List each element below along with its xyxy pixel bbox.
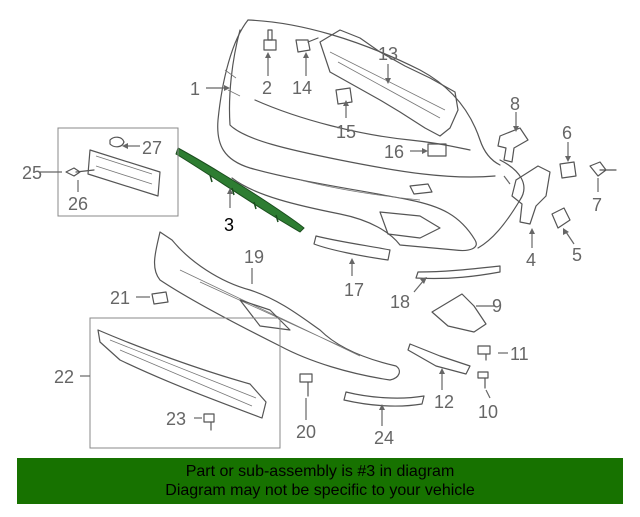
- leader-lines: [40, 52, 599, 426]
- label-18: 18: [390, 292, 410, 312]
- bolt-part-10: [477, 371, 489, 389]
- label-15: 15: [336, 122, 356, 142]
- strip-part-12: [407, 343, 471, 375]
- label-19: 19: [244, 247, 264, 267]
- valance-part-17: [313, 235, 391, 261]
- bolt-part-11: [477, 345, 491, 361]
- bolt-part-2: [263, 29, 277, 51]
- banner-line-2: Diagram may not be specific to your vehi…: [165, 482, 475, 499]
- label-16: 16: [384, 142, 404, 162]
- strip-part-24: [343, 391, 425, 407]
- highlighted-strip-part-3: [175, 147, 305, 233]
- label-25: 25: [22, 163, 42, 183]
- label-27: 27: [142, 138, 162, 158]
- splash-shield-part-19: [153, 231, 400, 381]
- label-8: 8: [510, 94, 520, 114]
- label-13: 13: [378, 44, 398, 64]
- clip-part-6: [559, 161, 577, 179]
- clip-part-7: [589, 161, 617, 177]
- inset-box-lower-shield: [89, 317, 281, 449]
- bracket-part-8: [497, 127, 529, 163]
- label-6: 6: [562, 123, 572, 143]
- label-26: 26: [68, 194, 88, 214]
- bolt-part-20: [299, 373, 313, 397]
- bolt-part-23: [203, 413, 215, 431]
- label-21: 21: [110, 288, 130, 308]
- bolt-part-14: [295, 37, 319, 53]
- label-4: 4: [526, 250, 536, 270]
- clip-part-5: [551, 207, 571, 229]
- label-9: 9: [492, 296, 502, 316]
- label-10: 10: [478, 402, 498, 422]
- callout-labels: 1 2 3 4 5 6 7 8 9 10 11 12 13 14 15 16 1…: [22, 44, 602, 448]
- label-1: 1: [190, 79, 200, 99]
- shield-part-9: [431, 293, 487, 333]
- label-23: 23: [166, 409, 186, 429]
- label-7: 7: [592, 195, 602, 215]
- label-20: 20: [296, 422, 316, 442]
- info-banner: Part or sub-assembly is #3 in diagram Di…: [17, 458, 623, 504]
- label-2: 2: [262, 78, 272, 98]
- label-17: 17: [344, 280, 364, 300]
- bracket-part-4: [511, 165, 551, 225]
- label-12: 12: [434, 392, 454, 412]
- bumper-cover-part-1: [217, 19, 525, 252]
- label-5: 5: [572, 245, 582, 265]
- label-3: 3: [224, 215, 234, 235]
- label-11: 11: [510, 344, 529, 364]
- label-22: 22: [54, 367, 74, 387]
- clip-part-15: [335, 87, 353, 105]
- trim-part-16: [427, 143, 447, 157]
- strip-part-18: [415, 265, 501, 280]
- label-24: 24: [374, 428, 394, 448]
- clip-part-21: [151, 291, 169, 305]
- label-14: 14: [292, 78, 312, 98]
- banner-line-1: Part or sub-assembly is #3 in diagram: [185, 463, 455, 480]
